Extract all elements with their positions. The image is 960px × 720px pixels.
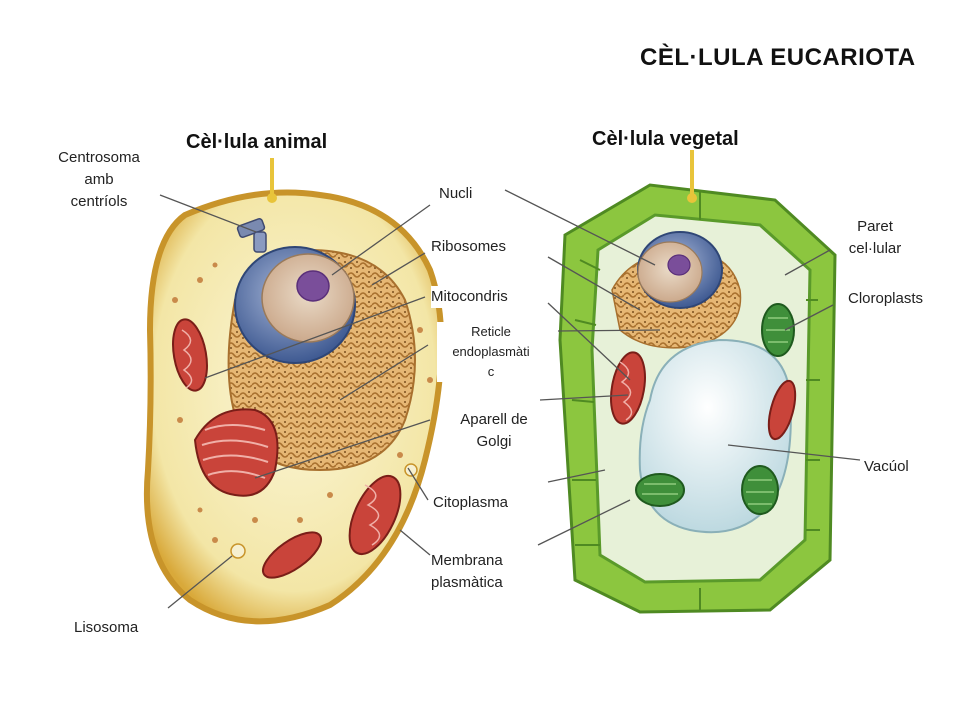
- animal-vesicles: [172, 262, 433, 543]
- label-nucli: Nucli: [436, 183, 476, 205]
- plant-wall-segments: [571, 192, 820, 610]
- animal-cell: [143, 158, 445, 625]
- animal-golgi: [193, 408, 279, 497]
- plant-chloroplasts: [635, 303, 795, 515]
- label-cloroplasts: Cloroplasts: [848, 290, 924, 307]
- animal-cell-title: Cèl·lula animal: [186, 131, 328, 153]
- plant-cell-title: Cèl·lula vegetal: [592, 128, 739, 150]
- page-title: CÈL·LULA EUCARIOTA: [640, 44, 916, 71]
- label-ribosomes: Ribosomes: [431, 236, 507, 258]
- plant-cell: [558, 150, 837, 614]
- animal-nucleolus: [296, 270, 330, 302]
- animal-centrosome: [236, 218, 267, 253]
- leader-lines: [159, 189, 861, 609]
- label-reticle-endoplasmatic: Reticle endoplasmàti c: [437, 322, 545, 382]
- label-membrana-plasmatica: Membrana plasmàtica: [431, 550, 503, 594]
- label-mitocondris: Mitocondris: [431, 286, 508, 308]
- label-paret-cellular: Paret cel·lular: [848, 218, 902, 257]
- label-citoplasma: Citoplasma: [433, 492, 509, 514]
- label-centrosoma: Centrosoma amb centríols: [58, 149, 140, 210]
- animal-mitochondria: [172, 318, 402, 579]
- label-vacuol: Vacúol: [864, 458, 909, 475]
- label-lisosoma: Lisosoma: [74, 619, 139, 636]
- animal-lysosome: [230, 543, 246, 559]
- label-aparell-golgi: Aparell de Golgi: [444, 409, 544, 453]
